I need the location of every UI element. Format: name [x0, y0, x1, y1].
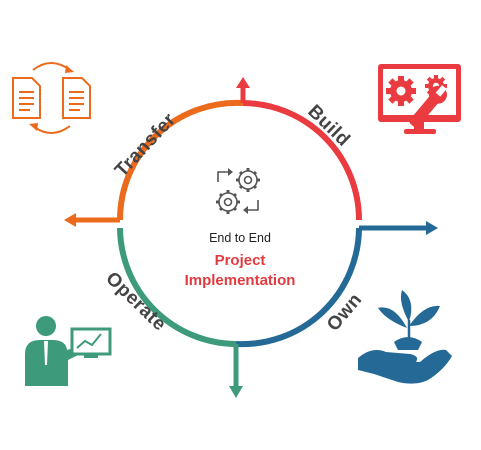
arc-own [235, 227, 362, 348]
presenter-chart-icon [25, 316, 112, 386]
arrow-down [229, 344, 243, 398]
center-text-line1: End to End [209, 231, 271, 245]
arc-operate [117, 227, 237, 347]
hand-plant-icon [358, 290, 452, 384]
center-text-line3: Implementation [184, 272, 296, 289]
gears-cycle-icon [216, 168, 260, 214]
center-text-line2: Project [214, 252, 266, 269]
computer-gears-wrench-icon [378, 64, 461, 134]
arrow-left [64, 213, 120, 227]
arrow-up [236, 77, 250, 103]
arc-transfer [116, 99, 244, 221]
arc-build [242, 100, 362, 221]
documents-exchange-icon [12, 62, 91, 134]
arrow-right [359, 221, 438, 235]
